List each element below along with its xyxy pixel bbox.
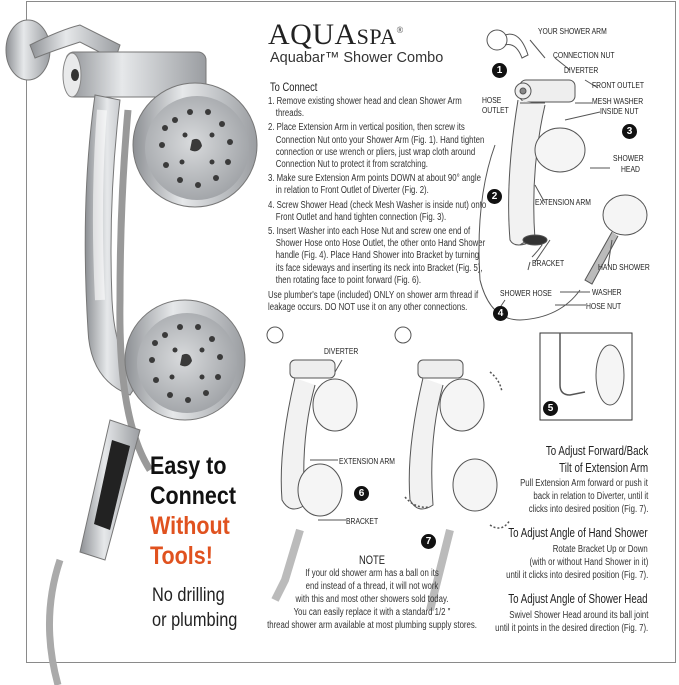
figure-number: 6 [354, 486, 369, 501]
image-frame [26, 1, 676, 663]
figure-number: 2 [487, 189, 502, 204]
label-bracket: BRACKET [346, 516, 379, 526]
label-shower-hose: SHOWER HOSE [500, 288, 552, 298]
adjust-body: Pull Extension Arm forward or push it [520, 478, 648, 489]
label-front-outlet: FRONT OUTLET [592, 80, 645, 90]
adjust-body: until it points in the desired direction… [494, 623, 648, 634]
note-line: If your old shower arm has a ball on its [305, 568, 439, 579]
label-extension-arm: EXTENSION ARM [535, 197, 591, 207]
label-bracket: BRACKET [532, 258, 565, 268]
promo-subline: or plumbing [152, 610, 238, 631]
adjust-body: Swivel Shower Head around its ball joint [508, 610, 648, 621]
adjust-body: back in relation to Diverter, until it [533, 491, 648, 502]
promo-line: Connect [150, 482, 236, 510]
promo-highlight: Tools! [150, 542, 213, 570]
label-washer: WASHER [592, 287, 622, 297]
label-diverter: DIVERTER [564, 65, 599, 75]
step: 3. Make sure Extension Arm points DOWN a… [268, 173, 481, 197]
adjust-title: To Adjust Angle of Shower Head [508, 592, 648, 606]
label-extension-arm: EXTENSION ARM [339, 456, 395, 466]
label-inside-nut: INSIDE NUT [600, 106, 639, 116]
note-line: end instead of a thread, it will not wor… [305, 581, 439, 592]
product-photo [5, 19, 258, 685]
note-line: with this and most other showers sold to… [295, 594, 449, 605]
label-shower-arm: YOUR SHOWER ARM [538, 26, 607, 36]
adjust-body: until it clicks into desired position (F… [505, 570, 648, 581]
figure-number: 1 [492, 63, 507, 78]
step: 2. Place Extension Arm in vertical posit… [268, 122, 485, 171]
promo-subline: No drilling [152, 585, 225, 606]
figure-number: 3 [622, 124, 637, 139]
adjust-body: Rotate Bracket Up or Down [553, 544, 648, 555]
installation-diagrams [266, 29, 648, 611]
brand-logo: AQUASPA® [268, 18, 404, 51]
instructions-heading: To Connect [270, 80, 318, 94]
promo-highlight: Without [150, 512, 230, 540]
adjust-body: clicks into desired position (Fig. 7). [528, 504, 648, 515]
note-heading: NOTE [358, 553, 386, 567]
label-hose-nut: HOSE NUT [586, 301, 622, 311]
figure-number: 4 [493, 306, 508, 321]
promo-line: Easy to [150, 452, 227, 480]
tape-note: Use plumber's tape (included) ONLY on sh… [268, 290, 479, 314]
instruction-steps: 1. Remove existing shower head and clean… [268, 96, 486, 289]
step: 1. Remove existing shower head and clean… [268, 96, 462, 120]
label-hand-shower: HAND SHOWER [598, 262, 650, 272]
note-line: You can easily replace it with a standar… [293, 607, 451, 618]
label-head: HEAD [621, 164, 640, 174]
label-mesh-washer: MESH WASHER [592, 96, 644, 106]
adjust-body: (with or without Hand Shower in it) [529, 557, 648, 568]
label-connection-nut: CONNECTION NUT [553, 50, 615, 60]
step: 5. Insert Washer into each Hose Nut and … [268, 226, 486, 286]
adjust-title: Tilt of Extension Arm [558, 461, 648, 475]
label-shower: SHOWER [613, 153, 644, 163]
figure-number: 7 [421, 534, 436, 549]
figure-number: 5 [543, 401, 558, 416]
label-hose: HOSE [482, 95, 502, 105]
adjust-title: To Adjust Forward/Back [545, 444, 648, 458]
product-title: Aquabar™ Shower Combo [270, 50, 444, 66]
step: 4. Screw Shower Head (check Mesh Washer … [268, 199, 487, 223]
label-diverter: DIVERTER [324, 346, 359, 356]
note-line: thread shower arm available at most plum… [267, 620, 477, 631]
label-outlet: OUTLET [482, 105, 509, 115]
adjust-title: To Adjust Angle of Hand Shower [508, 526, 648, 540]
